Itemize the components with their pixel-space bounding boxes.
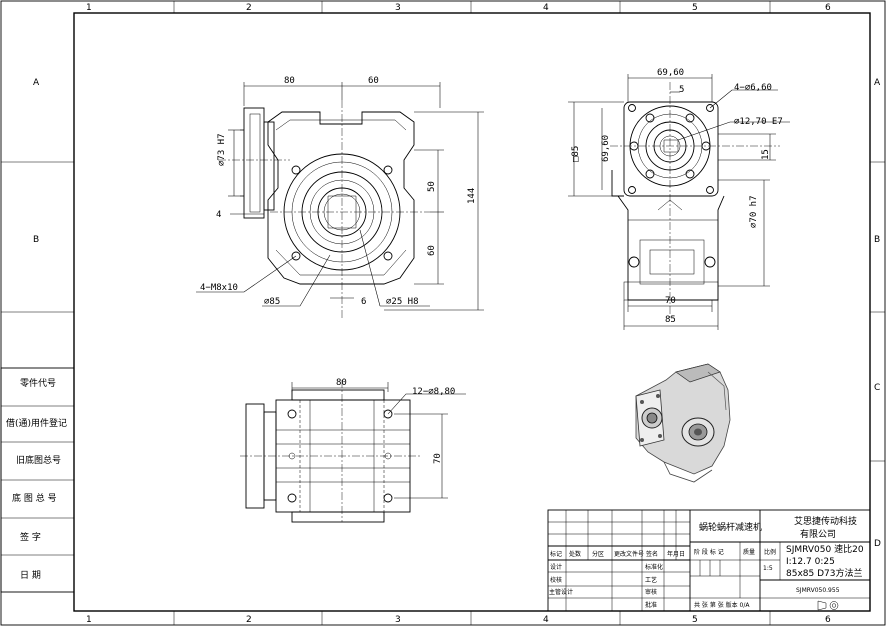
row-label: B — [874, 235, 880, 245]
record-label: 日 期 — [20, 570, 41, 581]
role-label: 设计 — [550, 563, 562, 571]
title-block: 标记 处数 分区 更改文件号 签名 年月日 设计 校核 主管设计 标准化 工艺 … — [547, 509, 871, 612]
dim-text: ∅25 H8 — [386, 297, 419, 307]
col-label: 4 — [543, 615, 549, 625]
dim-text: 15 — [761, 149, 771, 160]
dim-text: 69,60 — [601, 135, 611, 162]
dim-text: 60 — [368, 76, 379, 86]
dim-text: ∅85 — [264, 297, 280, 307]
dim-text: ∅70 h7 — [749, 195, 759, 228]
col-label: 2 — [246, 3, 252, 13]
scale-label: 比例 — [764, 548, 776, 556]
record-label: 签 字 — [20, 531, 41, 543]
dim-text: □85 — [571, 146, 581, 162]
col-label: 6 — [825, 615, 831, 625]
dim-text: 70 — [665, 296, 676, 306]
dim-text: 80 — [284, 76, 295, 86]
row-label: D — [874, 539, 881, 549]
col-label: 2 — [246, 615, 252, 625]
dim-text: 85 — [665, 315, 676, 325]
dim-text: 4−∅6,60 — [734, 83, 772, 93]
top-view: 80 12−∅8,80 70 — [240, 378, 466, 523]
approval-label: 工艺 — [645, 576, 657, 584]
row-label: B — [33, 235, 39, 245]
dim-text: 70 — [433, 453, 443, 464]
col-label: 5 — [692, 3, 698, 13]
row-label: A — [874, 78, 881, 88]
rev-header: 分区 — [592, 550, 604, 558]
approval-label: 审核 — [645, 588, 657, 596]
model-line: I:12.7 0:25 — [786, 557, 835, 567]
dim-text: 144 — [467, 188, 477, 204]
record-label: 底 图 总 号 — [12, 492, 57, 504]
sheet-info: 共 张 第 张 版本 0/A — [694, 601, 750, 609]
drawing-number: SJMRV050.955 — [796, 587, 840, 594]
dim-text: 5 — [679, 85, 684, 95]
rev-header: 标记 — [550, 550, 562, 558]
left-record-block: 零件代号 借(通)用件登记 旧底图总号 底 图 总 号 签 字 日 期 — [0, 367, 75, 593]
col-label: 3 — [395, 3, 401, 13]
row-label: C — [874, 383, 880, 393]
company-line: 艾思捷传动科技 — [794, 515, 857, 527]
rev-header: 处数 — [569, 550, 581, 558]
side-view: 69,60 5 4−∅6,60 ∅12,70 E7 □85 69,60 15 ∅… — [568, 68, 790, 330]
row-label: A — [33, 78, 40, 88]
dim-text: 60 — [427, 245, 437, 256]
dim-text: ∅12,70 E7 — [734, 117, 783, 127]
col-label: 4 — [543, 3, 549, 13]
model-line: SJMRV050 速比20 — [786, 543, 864, 555]
col-label: 6 — [825, 3, 831, 13]
record-label: 借(通)用件登记 — [6, 417, 67, 429]
product-name: 蜗轮蜗杆减速机 — [699, 521, 762, 533]
dim-text: ∅73 H7 — [217, 133, 227, 166]
col-label: 1 — [86, 615, 92, 625]
dim-text: 12−∅8,80 — [412, 387, 455, 397]
dim-text: 6 — [361, 297, 366, 307]
col-label: 5 — [692, 615, 698, 625]
dim-text: 4 — [216, 210, 221, 220]
dim-text: 4−M8x10 — [200, 283, 238, 293]
stage-label: 阶 段 标 记 — [694, 548, 724, 556]
front-view: 80 60 144 50 60 ∅73 H7 4 4−M8x10 ∅85 6 ∅… — [196, 76, 484, 318]
role-label: 主管设计 — [549, 588, 573, 596]
dim-text: 69,60 — [657, 68, 684, 78]
role-label: 校核 — [550, 576, 562, 584]
approval-label: 批准 — [645, 601, 657, 609]
rev-header: 年月日 — [667, 550, 685, 558]
rev-header: 签名 — [646, 550, 658, 558]
zone-labels: 1 2 3 4 5 6 1 2 3 4 5 6 A B A B C D — [33, 3, 881, 625]
projection-symbol-icon — [817, 600, 839, 611]
weight-label: 质量 — [743, 548, 755, 556]
isometric-render — [635, 363, 731, 483]
col-label: 3 — [395, 615, 401, 625]
record-label: 零件代号 — [20, 377, 56, 389]
approval-label: 标准化 — [645, 563, 663, 571]
dim-text: 80 — [336, 378, 347, 388]
record-label: 旧底图总号 — [16, 454, 61, 466]
scale-value: 1:5 — [763, 565, 773, 572]
dim-text: 50 — [427, 181, 437, 192]
col-label: 1 — [86, 3, 92, 13]
rev-header: 更改文件号 — [614, 550, 644, 558]
model-line: 85x85 D73方法兰 — [786, 567, 862, 579]
company-line: 有限公司 — [800, 528, 836, 540]
